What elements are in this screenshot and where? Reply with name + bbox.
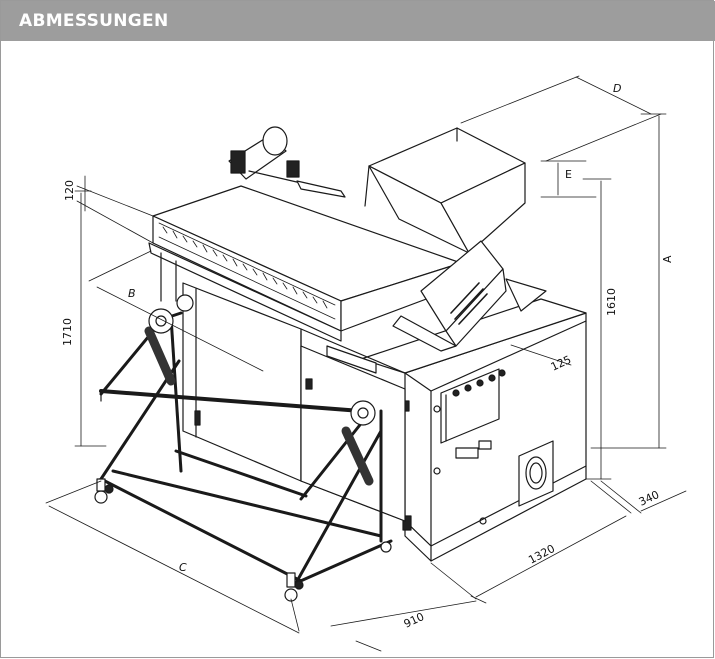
dim-label-340: 340 xyxy=(637,488,662,509)
motor xyxy=(228,126,346,198)
dim-label-D: D xyxy=(613,82,621,95)
mobile-stand xyxy=(94,294,393,602)
hopper-chute xyxy=(364,127,526,254)
main-cabinet xyxy=(360,298,587,562)
dim-label-E: E xyxy=(565,168,572,181)
dim-label-A: A xyxy=(661,255,674,263)
dim-label-B: B xyxy=(128,287,136,300)
dimension-lines xyxy=(45,75,687,652)
top-hood xyxy=(148,185,462,374)
discharge-chute xyxy=(392,240,547,352)
dim-label-1320: 1320 xyxy=(526,542,557,567)
section-title: ABMESSUNGEN xyxy=(19,11,169,31)
dim-label-1710: 1710 xyxy=(61,318,74,346)
section-header: ABMESSUNGEN xyxy=(1,1,715,41)
dim-label-1610: 1610 xyxy=(605,288,618,316)
dim-label-C: C xyxy=(179,561,187,574)
central-enclosure xyxy=(182,282,406,522)
dim-label-120: 120 xyxy=(63,180,76,201)
machine-dimension-drawing: 120 1710 B C D E A 1610 125 340 1320 910 xyxy=(45,75,687,652)
